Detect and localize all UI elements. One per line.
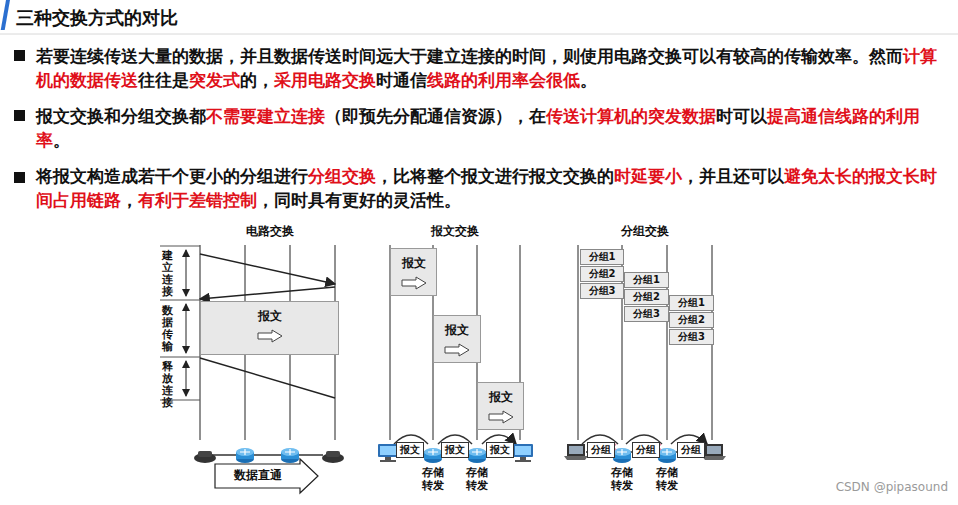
message-tag: 报文 — [441, 442, 469, 458]
highlight-text: 不需要建立连接 — [206, 106, 325, 126]
body-text: 若要连续传送大量的数据，并且数据传送时间远大于建立连接的时间，则使用电路交换可以… — [36, 46, 903, 66]
message-box: 报文 — [390, 248, 437, 296]
store-forward-label: 存储转发 — [463, 466, 491, 492]
message-box: 报文 — [477, 382, 524, 430]
box-text: 分组3 — [625, 307, 668, 321]
body-text: 时可以 — [716, 106, 767, 126]
packet-box: 分组1 — [580, 249, 624, 265]
message-tag: 报文 — [396, 442, 424, 458]
highlight-text: 有利于差错控制 — [138, 190, 257, 210]
hollow-arrow — [257, 329, 283, 343]
hollow-arrow — [444, 343, 470, 357]
box-text: 分组3 — [670, 330, 713, 344]
message-box: 报文 — [433, 315, 481, 363]
highlight-text: 采用电路交换 — [274, 70, 376, 90]
highlight-text: 线路的利用率会很低 — [427, 70, 580, 90]
packet-box: 分组3 — [669, 329, 714, 345]
packet-box: 分组3 — [580, 283, 624, 299]
diagram-title: 分组交换 — [605, 224, 685, 238]
diagram-title: 电路交换 — [230, 224, 310, 238]
box-text: 报文 — [434, 322, 480, 339]
packet-box: 分组2 — [580, 266, 624, 282]
highlight-text: 分组交换 — [308, 166, 376, 186]
box-text: 分组3 — [581, 284, 623, 298]
highlight-text: 时延要小 — [614, 166, 682, 186]
highlight-text: 突发式 — [189, 70, 240, 90]
hollow-arrow — [488, 410, 514, 424]
box-text: 分组2 — [670, 313, 713, 327]
bullet-paragraph: 报文交换和分组交换都不需要建立连接（即预先分配通信资源），在传送计算机的突发数据… — [36, 104, 941, 152]
slide-title: 三种交换方式的对比 — [16, 6, 178, 30]
highlight-text: 传送计算机的突发数据 — [546, 106, 716, 126]
packet-box: 分组1 — [669, 295, 714, 311]
packet-box: 分组2 — [624, 289, 669, 305]
box-text: 分组2 — [625, 290, 668, 304]
body-text: 往往是 — [138, 70, 189, 90]
bullet-paragraph: 若要连续传送大量的数据，并且数据传送时间远大于建立连接的时间，则使用电路交换可以… — [36, 44, 941, 92]
packet-box: 分组3 — [624, 306, 669, 322]
body-text: （即预先分配通信资源），在 — [325, 106, 546, 126]
box-text: 分组1 — [670, 296, 713, 310]
packet-tag: 分组 — [632, 442, 660, 458]
body-text: 。 — [53, 130, 70, 150]
box-text: 分组1 — [625, 273, 668, 287]
box-text: 报文 — [478, 389, 523, 406]
phase-label: 释放连接 — [162, 361, 173, 409]
body-text: ，并且还可以 — [682, 166, 784, 186]
body-text: ，同时具有更好的灵活性。 — [257, 190, 461, 210]
body-text: 报文交换和分组交换都 — [36, 106, 206, 126]
box-text: 报文 — [201, 308, 338, 325]
store-forward-label: 存储转发 — [608, 466, 636, 492]
message-tag: 报文 — [486, 442, 514, 458]
body-text: ，比将整个报文进行报文交换的 — [376, 166, 614, 186]
body-text: ， — [121, 190, 138, 210]
path-label: 数据直通 — [218, 468, 298, 482]
packet-tag: 分组 — [587, 442, 615, 458]
body-text: 时通信 — [376, 70, 427, 90]
bullet-paragraph: 将报文构造成若干个更小的分组进行分组交换，比将整个报文进行报文交换的时延要小，并… — [36, 164, 941, 212]
diagram-title: 报文交换 — [415, 224, 495, 238]
body-text: 的， — [240, 70, 274, 90]
packet-tag: 分组 — [677, 442, 705, 458]
box-text: 分组2 — [581, 267, 623, 281]
body-text: 将报文构造成若干个更小的分组进行 — [36, 166, 308, 186]
packet-box: 分组2 — [669, 312, 714, 328]
packet-box: 分组1 — [624, 272, 669, 288]
store-forward-label: 存储转发 — [419, 466, 447, 492]
box-text: 分组1 — [581, 250, 623, 264]
watermark: CSDN @pipasound — [818, 480, 948, 494]
store-forward-label: 存储转发 — [653, 466, 681, 492]
phase-label: 建立连接 — [162, 250, 173, 298]
box-text: 报文 — [391, 255, 436, 272]
body-text: 。 — [580, 70, 597, 90]
hollow-arrow — [401, 276, 427, 290]
message-box: 报文 — [200, 301, 339, 355]
phase-label: 数据传输 — [162, 305, 173, 353]
